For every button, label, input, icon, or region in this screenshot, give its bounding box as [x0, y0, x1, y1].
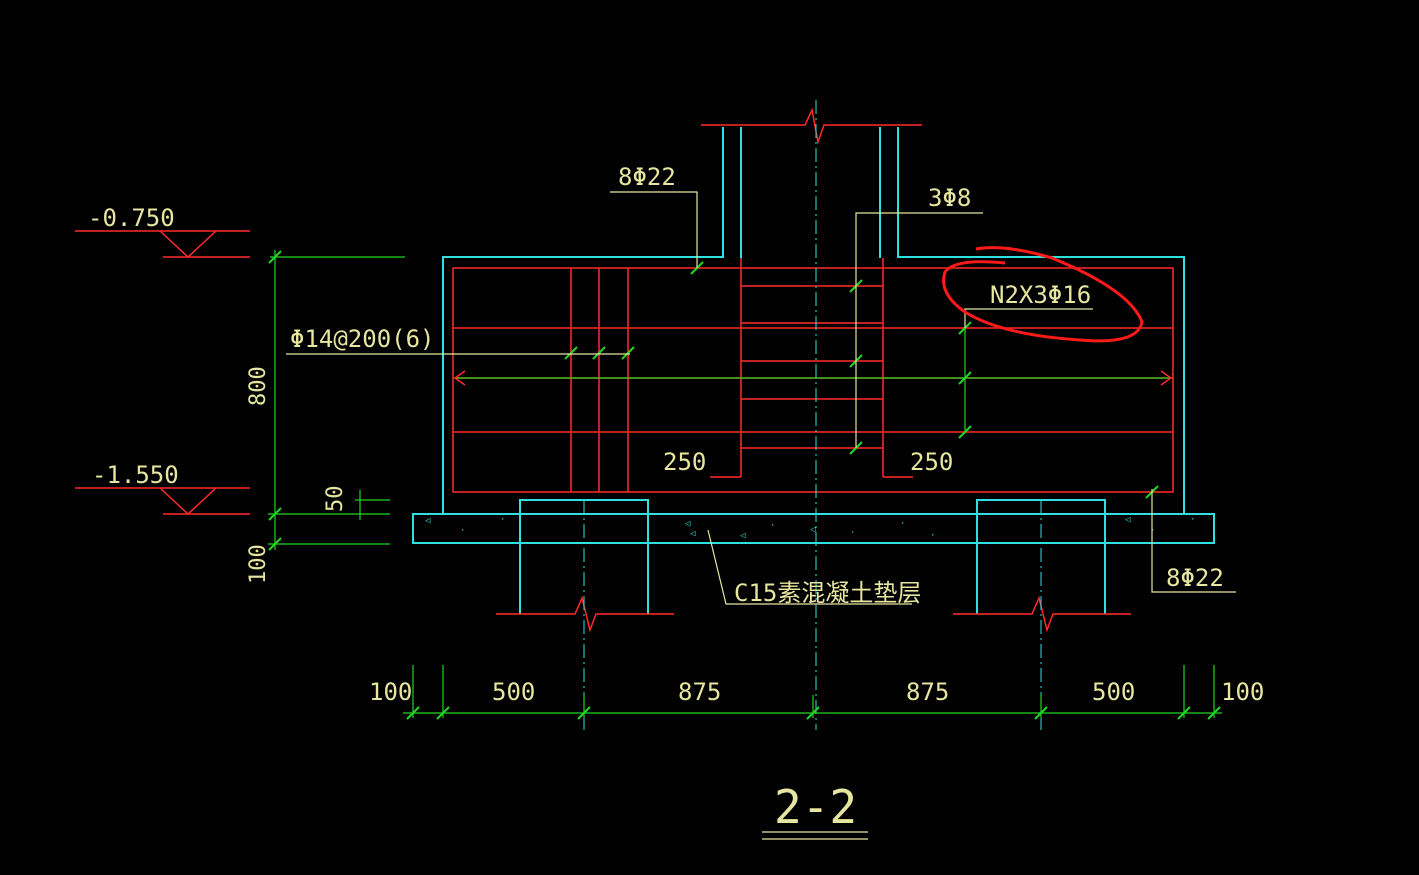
- elevation-top-label: -0.750: [88, 204, 175, 232]
- bedding-label: C15素混凝土垫层: [734, 579, 921, 607]
- svg-text:·: ·: [460, 526, 465, 536]
- height-dim-label: 800: [246, 366, 271, 406]
- svg-text:·: ·: [850, 528, 855, 538]
- svg-text:·: ·: [1150, 526, 1155, 536]
- centerlines: [583, 100, 1042, 730]
- stirrup-column-label: 3Φ8: [928, 184, 971, 212]
- svg-text:◁: ◁: [425, 516, 431, 526]
- svg-text:◁: ◁: [810, 525, 816, 535]
- side-bars-label: N2X3Φ16: [990, 281, 1091, 309]
- dim-label: 100: [369, 678, 412, 706]
- elevation-symbols: [75, 230, 250, 516]
- svg-text:·: ·: [930, 531, 935, 541]
- rebar-bottom-label: 8Φ22: [1166, 564, 1224, 592]
- svg-text:◁: ◁: [690, 529, 696, 539]
- pad-dim-label: 100: [246, 544, 271, 584]
- dim-label: 500: [1092, 678, 1135, 706]
- svg-text:·: ·: [1190, 515, 1195, 525]
- dimension-lines: [268, 250, 1222, 718]
- markup-circle: [942, 246, 1144, 343]
- svg-text:◁: ◁: [685, 519, 691, 529]
- dim-label: 500: [492, 678, 535, 706]
- svg-text:·: ·: [500, 515, 505, 525]
- rebar-top-label: 8Φ22: [618, 163, 676, 191]
- leader-lines: [286, 191, 1236, 840]
- svg-text:·: ·: [770, 521, 775, 531]
- svg-text:·: ·: [900, 519, 905, 529]
- dim-label: 875: [678, 678, 721, 706]
- svg-text:◁: ◁: [1125, 515, 1131, 525]
- stirrups-label: Φ14@200(6): [290, 325, 435, 353]
- bedding-hatch: ◁ · · ◁ ◁ · · · · ◁ · · ◁ ◁: [425, 515, 1195, 541]
- dimension-ticks: [268, 250, 1221, 720]
- anchor-left-label: 250: [663, 448, 706, 476]
- concrete-outline: [412, 127, 1215, 614]
- dim-label: 875: [906, 678, 949, 706]
- elevation-bottom-label: -1.550: [92, 461, 179, 489]
- dim-label: 100: [1221, 678, 1264, 706]
- cover-dim-label: 50: [323, 486, 348, 513]
- section-title: 2-2: [774, 780, 857, 834]
- anchor-right-label: 250: [910, 448, 953, 476]
- reinforcement: [452, 107, 1174, 633]
- svg-text:◁: ◁: [740, 531, 746, 541]
- dimension-arrows: [453, 370, 1173, 386]
